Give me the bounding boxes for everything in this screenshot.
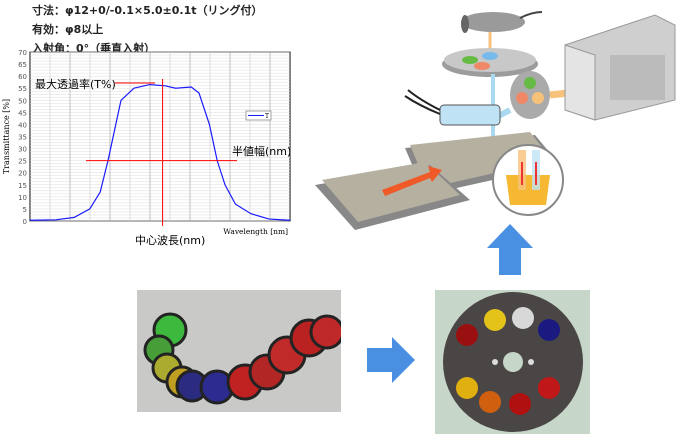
detector-unit <box>404 89 501 126</box>
y-tick-label: 5 <box>23 206 27 214</box>
y-tick-label: 30 <box>18 146 27 154</box>
light-source-box <box>564 14 676 121</box>
filter-wheel-photo <box>435 290 590 434</box>
right-arrow-icon <box>367 337 415 383</box>
y-tick-label: 15 <box>18 182 27 190</box>
x-axis-label: Wavelength [nm] <box>223 227 288 236</box>
well-magnifier <box>492 144 564 216</box>
up-arrow-icon <box>487 224 533 275</box>
y-tick-label: 20 <box>18 170 27 178</box>
y-tick-label: 40 <box>18 121 27 129</box>
y-tick-label: 35 <box>18 134 27 142</box>
center-wavelength-label: 中心波長(nm) <box>135 234 206 247</box>
y-tick-label: 50 <box>18 97 27 105</box>
y-tick-label: 65 <box>18 61 27 69</box>
plate-reader-illustration <box>315 11 676 230</box>
y-tick-label: 55 <box>18 85 27 93</box>
y-axis-label: Transmittance [%] <box>2 99 11 174</box>
transfer-arrow-icon <box>382 166 442 196</box>
filters-photo <box>137 290 341 412</box>
filter-wheel-side <box>510 71 550 119</box>
spec-effective-area: 有効：φ8以上 <box>32 23 104 36</box>
y-tick-label: 45 <box>18 109 27 117</box>
spec-dimensions: 寸法：φ12+0/-0.1×5.0±0.1t（リング付） <box>32 4 263 17</box>
filter-wheel-top <box>442 48 538 77</box>
y-tick-label: 10 <box>18 194 27 202</box>
lamp-icon <box>461 11 543 33</box>
y-tick-label: 70 <box>18 49 27 57</box>
y-tick-label: 0 <box>23 218 27 226</box>
max-transmittance-label: 最大透過率(T%) <box>35 78 116 91</box>
y-tick-label: 60 <box>18 73 27 81</box>
legend-label: T <box>265 113 269 120</box>
series-line-T <box>29 83 291 221</box>
transmittance-chart: 0 5 10 15 20 25 30 35 40 45 50 55 60 65 70Transmittanc… <box>2 49 291 236</box>
y-tick-label: 25 <box>18 158 27 166</box>
half-width-label: 半値幅(nm) <box>232 145 292 158</box>
